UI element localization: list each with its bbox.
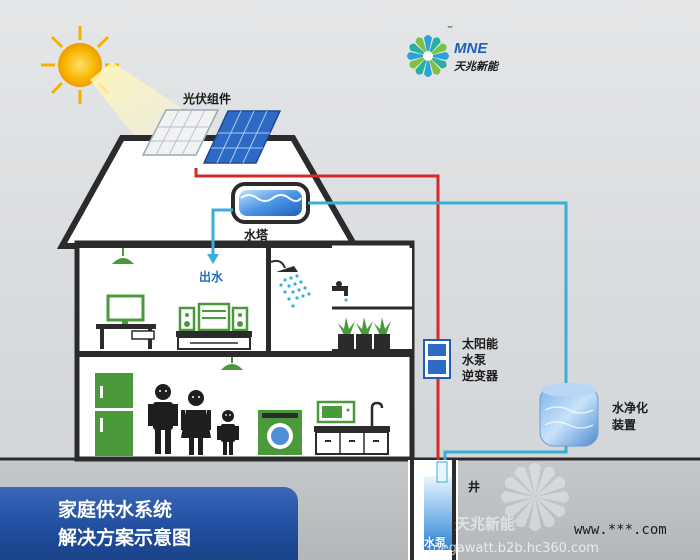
title-line-2: 解决方案示意图 (58, 527, 192, 549)
label-pv-modules: 光伏组件 (183, 92, 232, 106)
watermark-url: megawatt.b2b.hc360.com (428, 541, 599, 556)
well-icon (408, 460, 458, 560)
water-purifier-icon (539, 383, 599, 447)
refrigerator-icon (95, 373, 133, 456)
washing-machine-icon (258, 410, 302, 455)
shower-icon (270, 259, 311, 308)
watermark-chinese: 天兆新能 (455, 515, 516, 533)
family-icon (148, 384, 239, 455)
brand-chinese-name: 天兆新能 (454, 61, 498, 73)
faucet-icon (332, 281, 348, 302)
watermark-site: www.***.com (574, 522, 667, 538)
title-banner: 家庭供水系统 解决方案示意图 (0, 487, 298, 560)
kitchen-counter-icon (314, 400, 390, 455)
label-water-tower: 水塔 (244, 228, 269, 242)
watermark-logo-icon (501, 463, 569, 531)
label-pump: 水泵 (424, 536, 446, 549)
label-inverter-line1: 太阳能 (462, 337, 499, 351)
brand-latin-name: MNE (454, 40, 488, 57)
inverter-icon (423, 339, 451, 379)
label-purifier: 水净化 装置 (612, 400, 648, 434)
label-well: 井 (468, 480, 481, 494)
arrow-down-icon (207, 254, 219, 264)
solar-panel-icon (141, 109, 282, 164)
water-outlet-pipe (211, 208, 233, 256)
water-pipe-to-purifier (308, 201, 568, 393)
label-inverter: 太阳能 水泵 逆变器 (462, 336, 498, 384)
brand-logo-icon (407, 35, 449, 77)
tv-desk-icon (96, 294, 156, 349)
label-inverter-line2: 水泵 (462, 353, 487, 367)
power-cable (194, 168, 440, 462)
ceiling-lamp-icon (112, 248, 134, 264)
title-line-1: 家庭供水系统 (58, 499, 173, 521)
water-tank-icon (231, 182, 310, 224)
potted-plants-icon (338, 317, 391, 350)
ceiling-lamp-icon (221, 357, 243, 370)
trademark-mark: ™ (447, 26, 453, 32)
label-water-out: 出水 (199, 270, 224, 284)
stereo-cabinet-icon (176, 302, 252, 350)
label-purifier-line2: 装置 (612, 418, 637, 432)
label-purifier-line1: 水净化 (612, 401, 649, 415)
label-inverter-line3: 逆变器 (462, 369, 499, 383)
